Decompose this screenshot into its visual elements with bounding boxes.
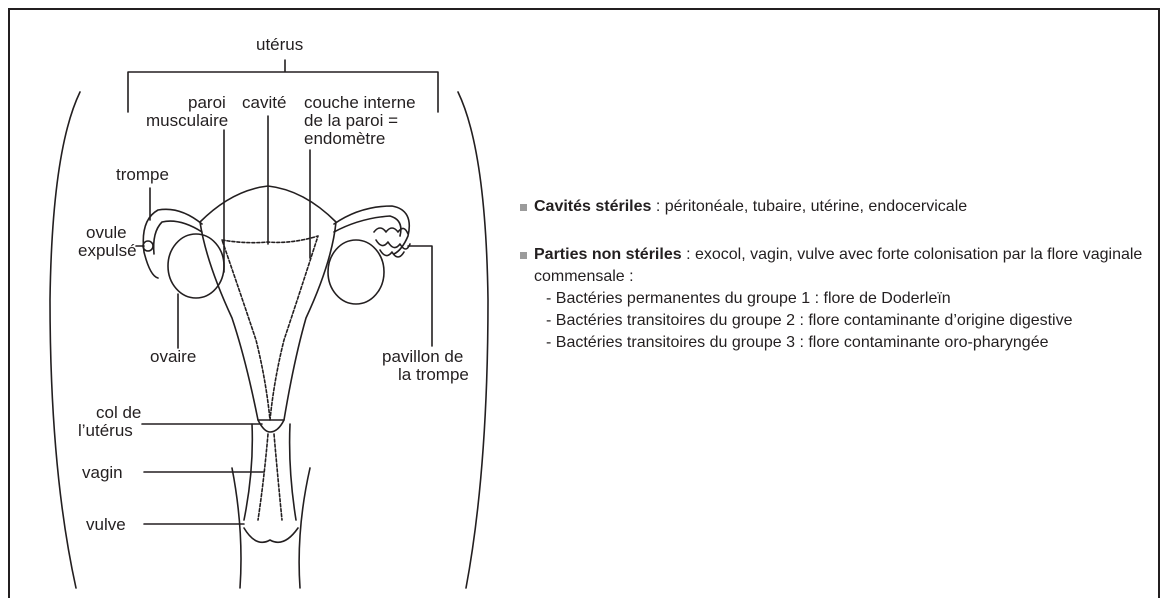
vulva-outline	[243, 527, 299, 544]
label-cavite: cavité	[242, 93, 286, 112]
bullet-square-icon	[520, 204, 527, 211]
left-fallopian-tube	[142, 208, 203, 279]
non-sterile-text: : exocol, vagin, vulve avec forte coloni…	[534, 246, 1143, 285]
label-vulve: vulve	[86, 515, 126, 534]
figure-frame	[8, 8, 1160, 598]
thigh-right	[298, 467, 311, 589]
label-pavillon-1: pavillon de	[382, 347, 463, 366]
uterus-anatomy-diagram: utérus paroi musculaire cavité couche in…	[49, 35, 489, 589]
label-ovule-2: expulsé	[78, 241, 137, 260]
thigh-left	[231, 467, 242, 589]
right-fimbriae	[373, 227, 411, 258]
bacteria-group-3: - Bactéries transitoires du groupe 3 : f…	[546, 334, 1049, 351]
right-ovary	[327, 239, 385, 305]
sterile-text: : péritonéale, tubaire, utérine, endocer…	[651, 198, 968, 215]
label-col-1: col de	[96, 403, 141, 422]
label-trompe: trompe	[116, 165, 169, 184]
bacteria-group-1: - Bactéries permanentes du groupe 1 : fl…	[546, 290, 951, 307]
bullet-square-icon	[520, 252, 527, 259]
bacteria-group-2: - Bactéries transitoires du groupe 2 : f…	[546, 312, 1073, 329]
right-tube-inner	[333, 215, 402, 237]
label-col-2: l’utérus	[78, 421, 133, 440]
label-pavillon-2: la trompe	[398, 365, 469, 384]
label-ovule-1: ovule	[86, 223, 127, 242]
left-tube-inner	[152, 220, 203, 255]
left-ovary	[167, 233, 225, 299]
non-sterile-parts-item: Parties non stériles : exocol, vagin, vu…	[520, 244, 1160, 354]
body-outline-left	[49, 91, 81, 589]
sterile-title: Cavités stériles	[534, 198, 652, 215]
body-outline-right	[457, 91, 489, 589]
label-ovaire: ovaire	[150, 347, 196, 366]
pavillon-leader	[407, 245, 433, 347]
label-couche-2: de la paroi =	[304, 111, 398, 130]
right-fallopian-tube	[333, 205, 411, 255]
uterus-body	[199, 185, 337, 421]
cervix	[257, 419, 285, 433]
uterus-bracket	[127, 59, 439, 113]
label-couche-1: couche interne	[304, 93, 416, 112]
label-uterus: utérus	[256, 35, 303, 54]
non-sterile-title: Parties non stériles	[534, 246, 682, 263]
uterine-cavity	[221, 235, 319, 421]
notes-panel: Cavités stériles : péritonéale, tubaire,…	[520, 196, 1160, 354]
label-paroi-2: musculaire	[146, 111, 228, 130]
vaginal-canal	[257, 433, 283, 521]
vagina-walls	[243, 423, 297, 521]
sterile-cavities-item: Cavités stériles : péritonéale, tubaire,…	[520, 196, 1160, 218]
label-vagin: vagin	[82, 463, 123, 482]
label-couche-3: endomètre	[304, 129, 385, 148]
label-paroi-1: paroi	[188, 93, 226, 112]
